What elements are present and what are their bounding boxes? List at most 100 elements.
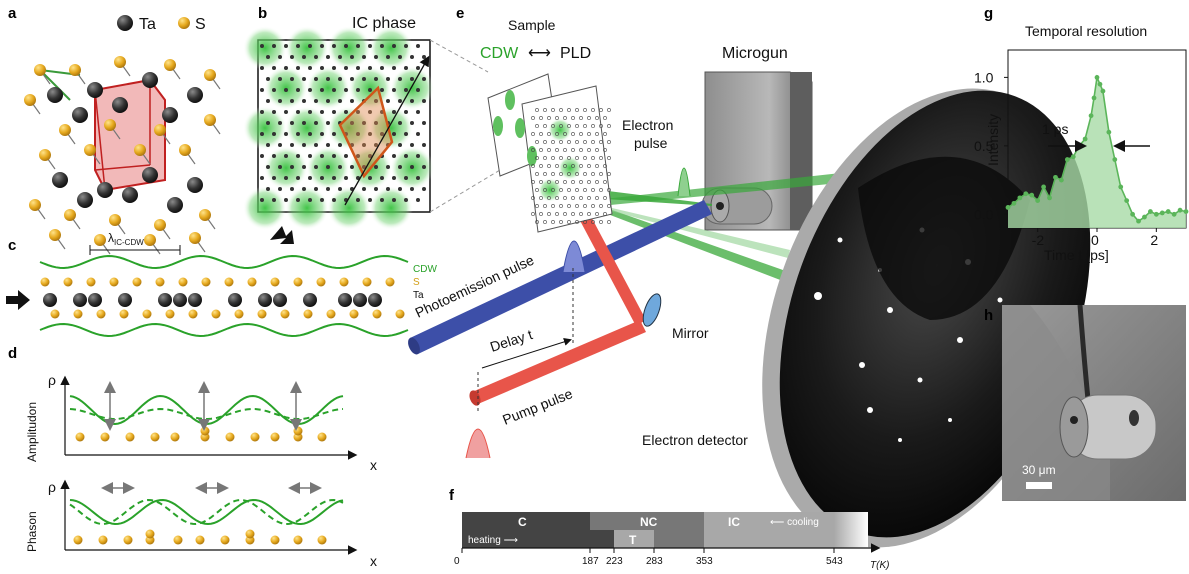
lattice-dot bbox=[410, 187, 414, 191]
pld-dot bbox=[595, 212, 599, 216]
lattice-dot bbox=[392, 132, 396, 136]
pld-dot bbox=[543, 188, 547, 192]
cdw-blob bbox=[285, 106, 329, 150]
pld-dot bbox=[555, 148, 559, 152]
temporal-point bbox=[1064, 157, 1070, 162]
zoom-guide-bottom bbox=[429, 169, 501, 213]
pld-dot bbox=[539, 180, 543, 184]
lattice-dot bbox=[320, 198, 324, 202]
pld-dot bbox=[579, 180, 583, 184]
cdw-spot bbox=[558, 156, 582, 180]
lattice-dot bbox=[338, 99, 342, 103]
pld-dot bbox=[547, 132, 551, 136]
lattice-dot bbox=[392, 66, 396, 70]
lattice-dot bbox=[272, 198, 276, 202]
lattice-dot bbox=[392, 88, 396, 92]
mirror bbox=[642, 293, 662, 327]
lattice-dot bbox=[302, 55, 306, 59]
s-atom-c bbox=[142, 309, 152, 319]
pld-dot bbox=[547, 196, 551, 200]
temperature-tick-label: 187 bbox=[582, 556, 599, 567]
pld-dot bbox=[591, 188, 595, 192]
lattice-dot bbox=[278, 165, 282, 169]
pld-dot bbox=[595, 132, 599, 136]
pld-dot bbox=[587, 116, 591, 120]
pld-dot bbox=[563, 164, 567, 168]
pld-dot bbox=[607, 204, 611, 208]
amp-atom bbox=[150, 432, 160, 442]
pld-dot bbox=[607, 188, 611, 192]
cdw-spot bbox=[515, 118, 525, 138]
amplitudon-label: Amplitudon bbox=[25, 402, 39, 462]
ta-atom-c bbox=[43, 293, 57, 307]
legend-ta-c: Ta bbox=[413, 290, 424, 301]
lattice-dot bbox=[326, 121, 330, 125]
temporal-point bbox=[1017, 195, 1023, 201]
lattice-dot bbox=[284, 132, 288, 136]
lattice-dot bbox=[398, 55, 402, 59]
lattice-dot bbox=[278, 99, 282, 103]
electron-pulse-shape bbox=[677, 167, 691, 197]
chart-xlabel: Time t [ps] bbox=[1044, 247, 1109, 263]
lattice-dot bbox=[308, 66, 312, 70]
x-label-2: x bbox=[370, 553, 377, 569]
panel-c: c λIC-CDW CDW S Ta bbox=[6, 231, 437, 337]
pld-dot bbox=[607, 108, 611, 112]
pld-dot bbox=[539, 212, 543, 216]
s-atom-c bbox=[362, 277, 372, 287]
cdw-blob bbox=[243, 106, 287, 150]
pld-dot bbox=[587, 196, 591, 200]
ta-atom-c bbox=[228, 293, 242, 307]
temporal-point bbox=[1047, 195, 1052, 201]
pld-dot bbox=[563, 116, 567, 120]
cdw-spot bbox=[548, 118, 572, 142]
pld-dot bbox=[535, 188, 539, 192]
lattice-dot bbox=[362, 77, 366, 81]
pld-dot bbox=[547, 148, 551, 152]
cdw-blob bbox=[327, 26, 371, 70]
lattice-dot bbox=[296, 44, 300, 48]
pld-dot bbox=[579, 132, 583, 136]
lattice-dot bbox=[350, 99, 354, 103]
sample-label: Sample bbox=[508, 17, 556, 33]
pld-dot bbox=[539, 164, 543, 168]
cdw-label-e: CDW bbox=[480, 45, 519, 62]
pld-dot bbox=[603, 196, 607, 200]
lattice-dot bbox=[332, 66, 336, 70]
s-atom bbox=[109, 214, 121, 226]
phason-atom bbox=[173, 535, 183, 545]
pld-dot bbox=[603, 180, 607, 184]
pld-dot bbox=[571, 116, 575, 120]
ta-atom bbox=[112, 97, 128, 113]
s-atom bbox=[34, 64, 46, 76]
lattice-dot bbox=[278, 143, 282, 147]
s-atom-c bbox=[119, 309, 129, 319]
ic-lattice bbox=[243, 26, 434, 230]
lattice-dot bbox=[344, 44, 348, 48]
diffraction-spot bbox=[814, 292, 822, 300]
lattice-dot bbox=[308, 44, 312, 48]
pld-dot bbox=[607, 220, 611, 224]
pld-dot bbox=[551, 124, 555, 128]
temporal-point bbox=[1059, 177, 1064, 183]
cdw-blob bbox=[243, 186, 287, 230]
lattice-dot bbox=[404, 132, 408, 136]
temporal-point bbox=[1005, 205, 1011, 210]
lattice-dot bbox=[416, 154, 420, 158]
temporal-point bbox=[1136, 218, 1141, 224]
panel-d: d ρ x Amplitudon ρ x Phason bbox=[8, 345, 377, 569]
lattice-dot bbox=[338, 55, 342, 59]
lattice-dot bbox=[398, 143, 402, 147]
lattice-dot bbox=[272, 132, 276, 136]
lattice-dot bbox=[326, 99, 330, 103]
cdw-spot bbox=[505, 90, 515, 110]
diffraction-spot bbox=[887, 307, 893, 313]
s-atom-c bbox=[73, 309, 83, 319]
lattice-dot bbox=[416, 176, 420, 180]
lattice-dot bbox=[368, 88, 372, 92]
pump-pulse-label: Pump pulse bbox=[500, 385, 575, 428]
temporal-point bbox=[1088, 113, 1094, 119]
electron-pulse-label-2: pulse bbox=[634, 135, 668, 151]
pld-dot bbox=[599, 220, 603, 224]
